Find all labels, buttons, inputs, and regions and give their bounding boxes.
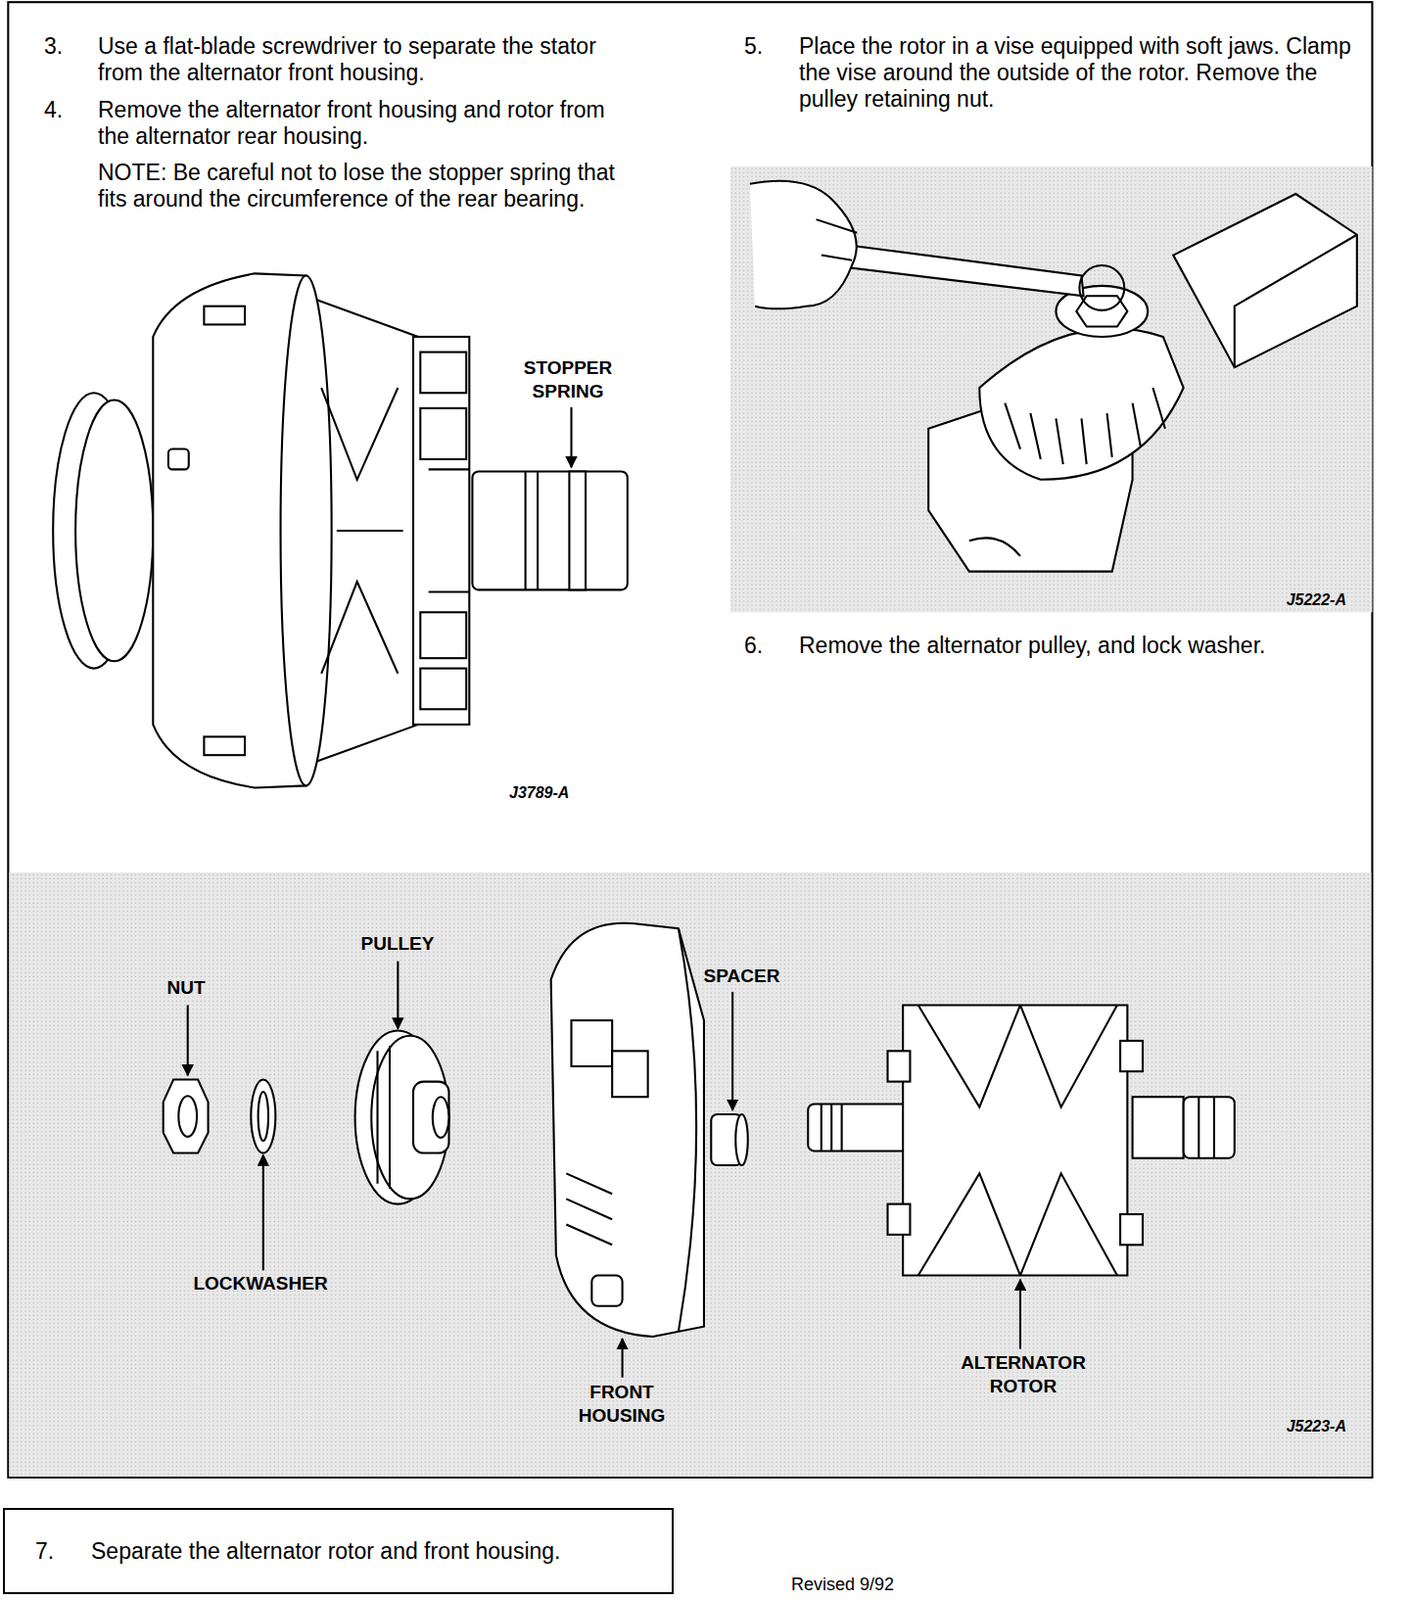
part-label: PULLEY: [342, 933, 453, 955]
figure-panel: [8, 872, 1371, 1477]
step-number: 4.: [44, 96, 89, 124]
step-text: Use a flat-blade screwdriver to separate…: [97, 33, 632, 87]
step-number: 3.: [44, 33, 89, 60]
figure-code: J3789-A: [509, 783, 608, 802]
note-text: NOTE: Be careful not to lose the stopper…: [97, 159, 647, 213]
figure-code: J5223-A: [1233, 1416, 1347, 1436]
part-label: SPACER: [685, 965, 799, 987]
part-label: STOPPER SPRING: [504, 356, 632, 404]
part-label: FRONT HOUSING: [553, 1380, 691, 1428]
step-text: Place the rotor in a vise equipped with …: [799, 33, 1358, 113]
figure-panel: [730, 166, 1372, 612]
step-text: Remove the alternator pulley, and lock w…: [799, 632, 1358, 659]
part-label: LOCKWASHER: [172, 1272, 349, 1295]
exploded-drawing: [163, 923, 1235, 1337]
step-number: 7.: [35, 1538, 80, 1565]
page-frame: [7, 1, 1372, 1478]
step-box: 7. Separate the alternator rotor and fron…: [2, 1507, 674, 1595]
alternator-drawing: [52, 273, 628, 788]
leader-line: [188, 961, 1021, 1378]
step-text: Remove the alternator front housing and …: [97, 96, 632, 150]
revision-note: Revised 9/92: [791, 1574, 987, 1596]
vise-drawing: [750, 181, 1358, 572]
part-label: ALTERNATOR ROTOR: [944, 1351, 1102, 1399]
step-text: Separate the alternator rotor and front …: [91, 1538, 662, 1565]
figure-code: J5222-A: [1233, 590, 1347, 610]
step-number: 5.: [744, 33, 789, 60]
part-label: NUT: [137, 977, 235, 999]
step-number: 6.: [744, 632, 789, 659]
leader-line: [569, 407, 572, 468]
